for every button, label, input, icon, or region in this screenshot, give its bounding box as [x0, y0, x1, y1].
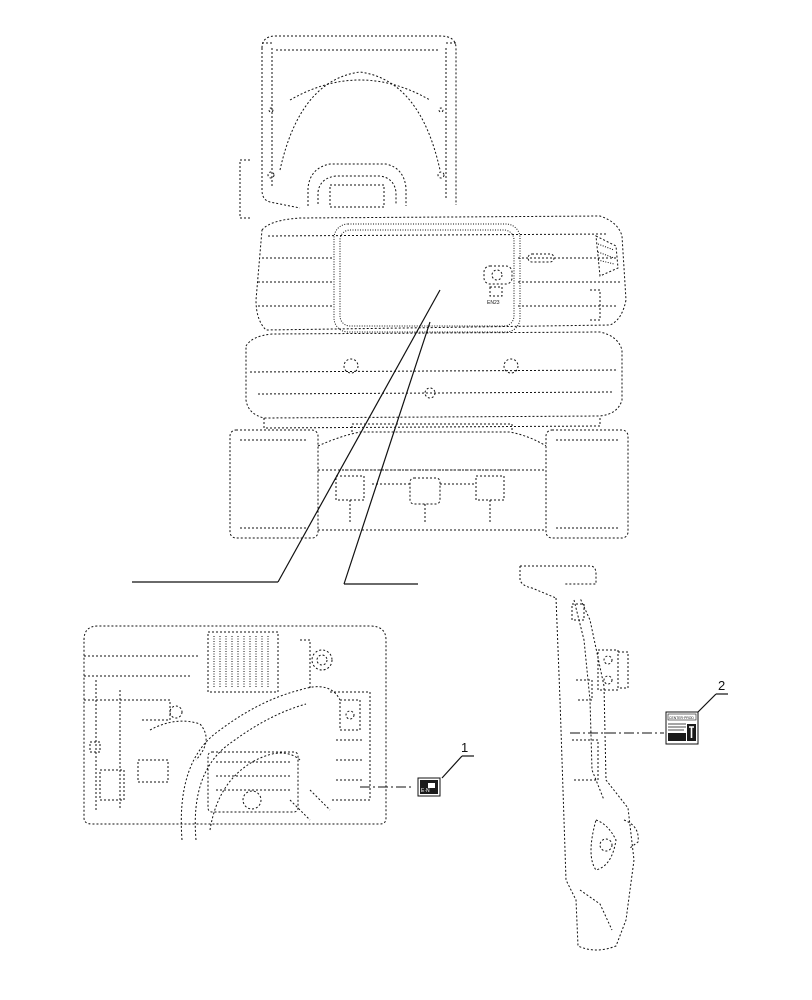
decal-2-header: CENTER·PROD — [669, 716, 694, 720]
callout-1-label: 1 — [461, 740, 468, 755]
rear-body-lower — [245, 331, 623, 429]
decal-1-assembly: E·N 1 — [360, 740, 474, 797]
callout-1-leader — [441, 755, 463, 779]
cab-frame — [239, 35, 457, 219]
excavator-rear-view: EN23 — [229, 35, 629, 539]
engine-compartment-view — [83, 625, 387, 841]
undercarriage — [229, 423, 629, 539]
view-leader-lines — [132, 289, 441, 585]
side-panel-view — [519, 565, 639, 951]
decal-1-mark: E·N — [421, 788, 430, 794]
seat-back — [307, 163, 407, 208]
decal-2-assembly: CENTER·PROD 2 — [570, 678, 728, 745]
callout-2-label: 2 — [718, 678, 725, 693]
counterweight: EN23 — [255, 215, 627, 333]
engine-marking: EN23 — [487, 300, 500, 306]
callout-2-leader — [697, 693, 717, 713]
